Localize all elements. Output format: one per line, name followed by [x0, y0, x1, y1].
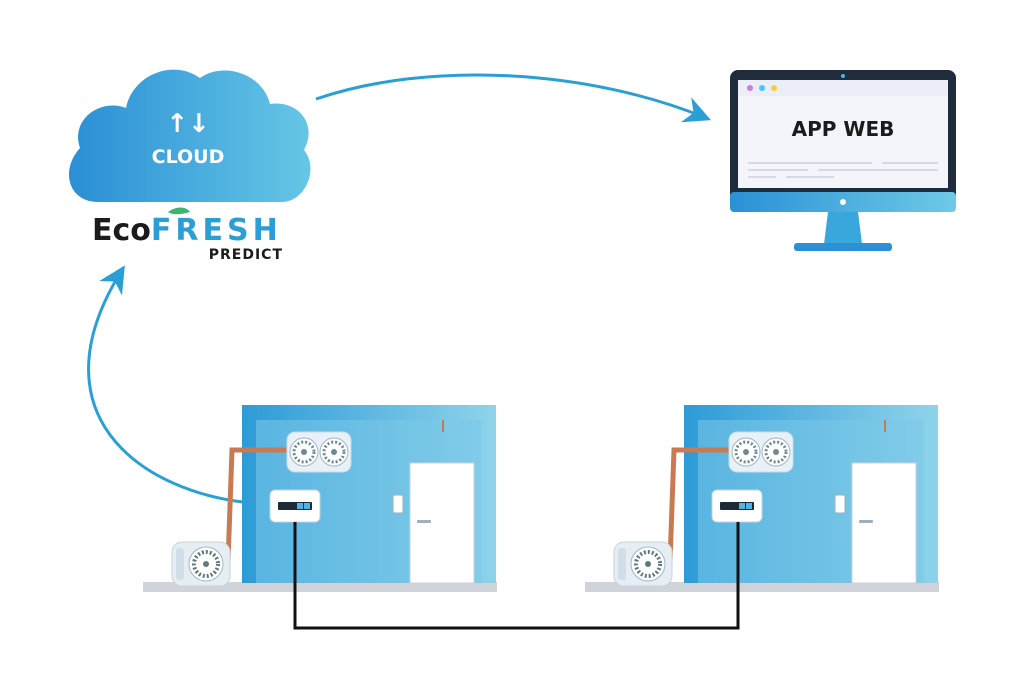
logo-text-eco: Eco [92, 213, 151, 248]
monitor-stand [824, 212, 862, 244]
evaporator-fan [727, 430, 795, 474]
monitor-base [794, 243, 892, 251]
condenser-unit [170, 540, 232, 588]
arrow-room-to-cloud [87, 265, 269, 506]
thermostat [834, 494, 846, 514]
cold-room-2 [585, 405, 939, 592]
controller-bus-wire [293, 522, 740, 630]
window-dot-2 [759, 85, 765, 91]
cloud-node: ↑↓ CLOUD [68, 69, 311, 202]
screen-placeholder-lines [748, 162, 938, 178]
app-web-label: APP WEB [792, 117, 895, 141]
cold-room-1 [143, 405, 497, 592]
controller-device [269, 489, 321, 523]
room-ground [585, 582, 939, 592]
leaf-icon [168, 207, 190, 215]
logo-text-fresh: FRESH [151, 213, 282, 248]
ecofresh-logo: EcoFRESH PREDICT [92, 207, 283, 263]
app-web-monitor: APP WEB [730, 70, 956, 251]
window-dot-3 [771, 85, 777, 91]
power-dot [840, 199, 846, 205]
up-down-arrows-icon: ↑↓ [166, 109, 210, 139]
copper-pipe [225, 447, 292, 563]
cloud-label: CLOUD [152, 146, 225, 168]
camera-dot [841, 74, 845, 78]
svg-text:EcoFRESH: EcoFRESH [92, 213, 282, 248]
condenser-unit [612, 540, 674, 588]
thermostat [392, 494, 404, 514]
copper-pipe [667, 447, 734, 563]
arrow-cloud-to-app [315, 73, 711, 123]
evaporator-fan [285, 430, 353, 474]
logo-subtitle: PREDICT [209, 247, 283, 263]
window-dot-1 [747, 85, 753, 91]
cloud-shape [68, 69, 311, 202]
room-ground [143, 582, 497, 592]
controller-device [711, 489, 763, 523]
